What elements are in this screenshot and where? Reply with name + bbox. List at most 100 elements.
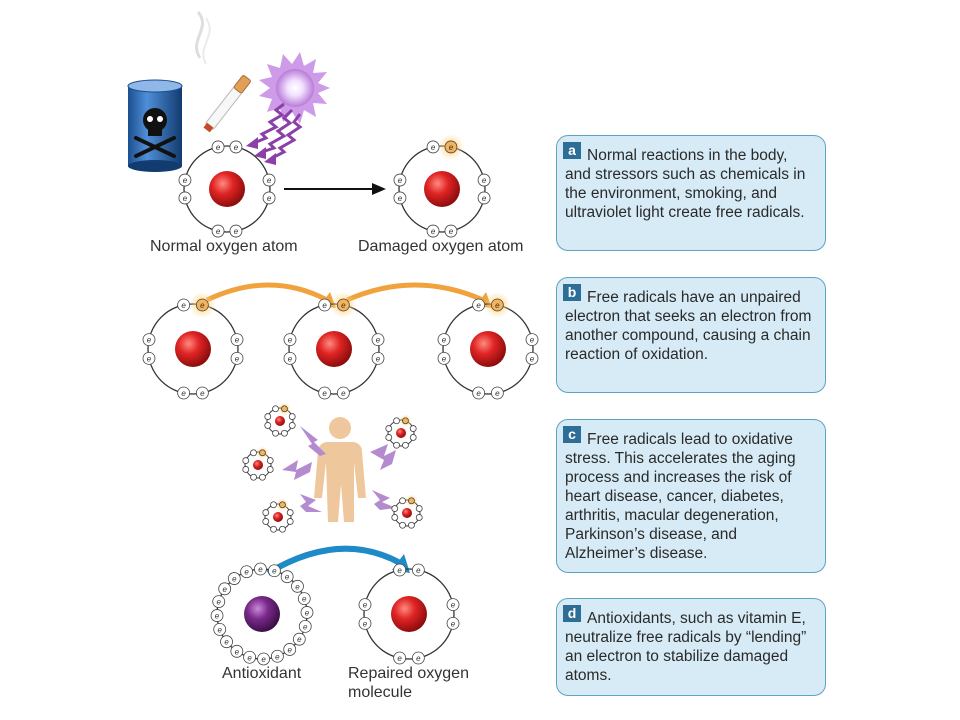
svg-text:e: e	[267, 176, 272, 185]
label-antioxidant: Antioxidant	[222, 665, 302, 682]
svg-text:e: e	[258, 565, 263, 574]
svg-text:e: e	[530, 336, 535, 345]
svg-text:e: e	[295, 582, 300, 591]
svg-text:e: e	[476, 389, 481, 398]
svg-text:e: e	[530, 354, 535, 363]
svg-text:e: e	[302, 595, 307, 604]
svg-text:e: e	[147, 336, 152, 345]
box-c-text: Free radicals lead to oxidative stress. …	[565, 431, 796, 562]
box-d-text: Antioxidants, such as vitamin E, neutral…	[565, 610, 807, 684]
svg-text:e: e	[305, 608, 310, 617]
svg-text:e: e	[449, 227, 454, 236]
box-d-letter: d	[563, 605, 581, 622]
atom-small-2	[385, 414, 417, 449]
svg-text:e: e	[397, 654, 402, 663]
box-a-letter: a	[563, 142, 581, 159]
box-c-letter: c	[563, 426, 581, 443]
svg-text:e: e	[200, 389, 205, 398]
svg-text:e: e	[363, 619, 368, 628]
atom-small-1	[264, 402, 296, 437]
uv-light-burst-icon	[246, 52, 330, 165]
svg-text:e: e	[183, 176, 188, 185]
svg-text:e: e	[363, 601, 368, 610]
svg-text:e: e	[217, 625, 222, 634]
box-a-text: Normal reactions in the body, and stress…	[565, 147, 806, 221]
svg-text:e: e	[476, 301, 481, 310]
svg-text:e: e	[261, 655, 266, 664]
svg-text:e: e	[297, 635, 302, 644]
svg-text:e: e	[181, 389, 186, 398]
svg-text:e: e	[235, 647, 240, 656]
svg-text:e: e	[451, 601, 456, 610]
svg-text:e: e	[341, 301, 346, 310]
box-b-letter: b	[563, 284, 581, 301]
arrow-normal-to-damaged	[284, 183, 386, 195]
svg-text:e: e	[235, 354, 240, 363]
atom-small-4	[262, 498, 294, 533]
svg-text:e: e	[376, 336, 381, 345]
svg-text:e: e	[147, 354, 152, 363]
svg-text:e: e	[482, 176, 487, 185]
svg-text:e: e	[416, 566, 421, 575]
svg-text:e: e	[495, 301, 500, 310]
atom-small-3	[242, 446, 274, 481]
svg-text:e: e	[398, 176, 403, 185]
svg-text:e: e	[224, 638, 229, 647]
info-box-c: c Free radicals lead to oxidative stress…	[556, 419, 826, 573]
svg-text:e: e	[288, 354, 293, 363]
svg-text:e: e	[235, 336, 240, 345]
svg-text:e: e	[482, 194, 487, 203]
svg-text:e: e	[234, 143, 239, 152]
svg-text:e: e	[288, 336, 293, 345]
info-box-a: a Normal reactions in the body, and stre…	[556, 135, 826, 251]
svg-text:e: e	[397, 566, 402, 575]
box-b-text: Free radicals have an unpaired electron …	[565, 289, 812, 363]
svg-text:e: e	[232, 575, 237, 584]
svg-text:e: e	[431, 143, 436, 152]
svg-text:e: e	[322, 389, 327, 398]
svg-text:e: e	[442, 336, 447, 345]
svg-text:e: e	[303, 622, 308, 631]
info-box-b: b Free radicals have an unpaired electro…	[556, 277, 826, 393]
svg-text:e: e	[200, 301, 205, 310]
svg-text:e: e	[234, 227, 239, 236]
toxic-chemical-can-icon	[127, 79, 183, 172]
svg-text:e: e	[442, 354, 447, 363]
svg-text:e: e	[272, 567, 277, 576]
svg-text:e: e	[341, 389, 346, 398]
svg-text:e: e	[216, 143, 221, 152]
svg-text:e: e	[285, 573, 290, 582]
svg-text:e: e	[495, 389, 500, 398]
svg-text:e: e	[267, 194, 272, 203]
atom-small-5	[391, 494, 423, 529]
cigarette-icon	[195, 11, 251, 133]
svg-text:e: e	[416, 654, 421, 663]
svg-text:e: e	[451, 619, 456, 628]
person-figure-icon	[314, 417, 366, 522]
svg-text:e: e	[398, 194, 403, 203]
label-repaired-oxygen-molecule: Repaired oxygen molecule	[348, 665, 469, 701]
label-damaged-oxygen-atom: Damaged oxygen atom	[358, 238, 524, 255]
lightning-bolts	[282, 426, 396, 512]
svg-text:e: e	[215, 612, 220, 621]
svg-text:e: e	[287, 645, 292, 654]
svg-text:e: e	[181, 301, 186, 310]
electron-transfer-arrow	[266, 545, 410, 576]
svg-text:e: e	[217, 598, 222, 607]
svg-text:e: e	[216, 227, 221, 236]
svg-text:e: e	[376, 354, 381, 363]
svg-text:e: e	[247, 653, 252, 662]
svg-text:e: e	[322, 301, 327, 310]
svg-text:e: e	[275, 652, 280, 661]
info-box-d: d Antioxidants, such as vitamin E, neutr…	[556, 598, 826, 696]
svg-text:e: e	[222, 585, 227, 594]
